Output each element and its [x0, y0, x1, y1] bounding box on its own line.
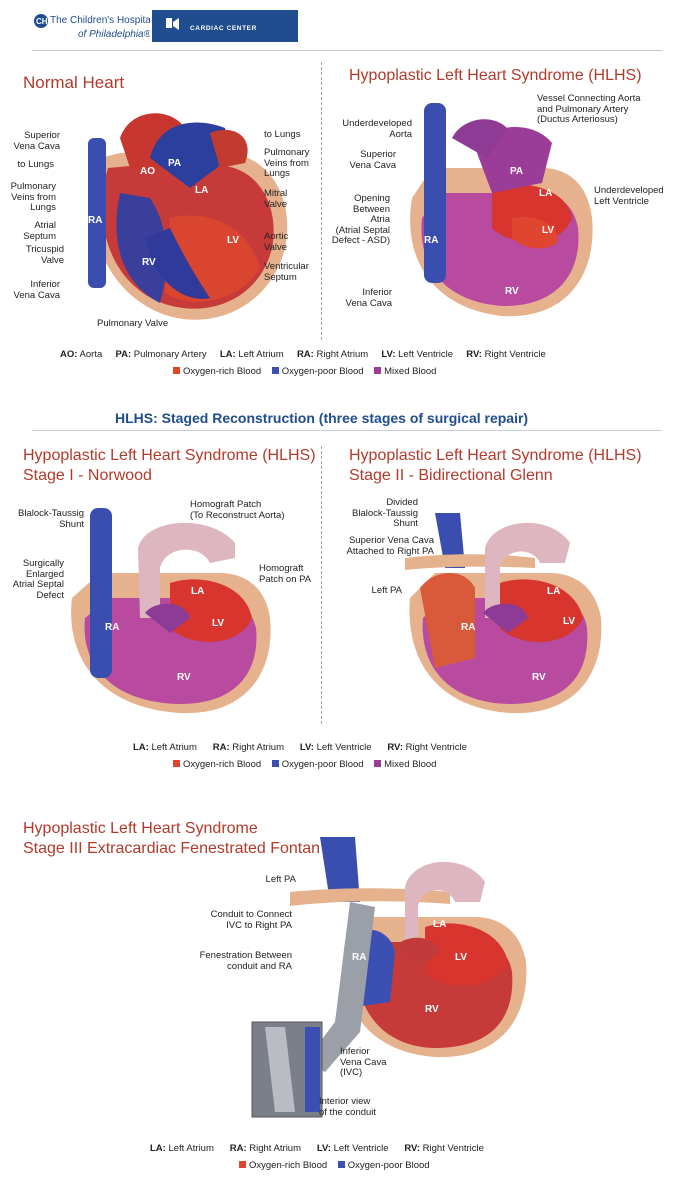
stage3-title: Hypoplastic Left Heart Syndrome: [23, 820, 258, 837]
staged-reconstruction-heading: HLHS: Staged Reconstruction (three stage…: [115, 410, 529, 426]
swatch-mixed: [374, 367, 382, 374]
svg-text:LA: LA: [539, 188, 552, 199]
svg-text:RV: RV: [177, 672, 191, 683]
label-left-pa-stage3: Left PA: [265, 874, 296, 885]
abbrev-legend-1: AO: Aorta PA: Pulmonary Artery LA: Left …: [60, 349, 546, 360]
svg-text:PA: PA: [510, 166, 523, 177]
svg-text:The Children's Hospital: The Children's Hospital: [50, 15, 150, 26]
label-homograft-aorta: Homograft Patch (To Reconstruct Aorta): [190, 499, 285, 521]
label-tricuspid-valve: Tricuspid Valve: [25, 244, 64, 266]
stage3-diagram: LA LV RA RV: [251, 837, 527, 1118]
normal-heart-title: Normal Heart: [23, 73, 125, 92]
svg-text:LV: LV: [212, 618, 224, 629]
svg-text:AO: AO: [140, 166, 155, 177]
label-underdeveloped-lv: Underdeveloped Left Ventricle: [594, 185, 664, 207]
label-svc: Superior Vena Cava: [13, 130, 60, 152]
svg-text:LA: LA: [191, 586, 204, 597]
label-enlarged-asd: Surgically Enlarged Atrial Septal Defect: [12, 558, 64, 601]
hlhs-diagram: PA LA LV RA RV: [410, 103, 593, 317]
abbrev-legend-3: LA: Left Atrium RA: Right Atrium LV: Lef…: [150, 1143, 484, 1154]
blood-legend-2: Oxygen-rich Blood Oxygen-poor Blood Mixe…: [173, 759, 436, 770]
label-to-lungs-right: to Lungs: [264, 129, 301, 140]
label-ventricular-septum: Ventricular Septum: [264, 261, 309, 283]
svg-text:RA: RA: [88, 215, 102, 226]
label-hlhs-svc: Superior Vena Cava: [349, 149, 396, 171]
cardiac-center-icon: [166, 18, 179, 30]
hospital-logo: CH The Children's Hospital of Philadelph…: [32, 10, 153, 42]
label-fenestration: Fenestration Between conduit and RA: [199, 950, 292, 972]
label-conduit: Conduit to Connect IVC to Right PA: [210, 909, 292, 931]
stage2-title: Hypoplastic Left Heart Syndrome (HLHS): [349, 447, 642, 464]
svg-text:RA: RA: [424, 235, 438, 246]
blood-legend-1: Oxygen-rich Blood Oxygen-poor Blood Mixe…: [173, 366, 436, 377]
svg-text:RV: RV: [142, 257, 156, 268]
label-hlhs-ivc: Inferior Vena Cava: [345, 287, 392, 309]
svg-text:LV: LV: [455, 952, 467, 963]
vertical-divider-top: [321, 62, 322, 340]
label-homograft-pa: Homograft Patch on PA: [259, 563, 312, 585]
svg-text:LA: LA: [433, 919, 446, 930]
label-mitral-valve: Mitral Valve: [264, 188, 288, 210]
svg-text:PA: PA: [168, 158, 181, 169]
swatch-oxygen-poor-2: [271, 760, 279, 767]
svg-text:RV: RV: [425, 1004, 439, 1015]
svg-text:RV: RV: [532, 672, 546, 683]
svg-text:LV: LV: [563, 616, 575, 627]
stage1-title: Hypoplastic Left Heart Syndrome (HLHS): [23, 447, 316, 464]
svg-text:RA: RA: [352, 952, 366, 963]
stage1-diagram: LA LV RA RV: [71, 508, 271, 714]
label-interior-view: Interior view of the conduit: [319, 1096, 377, 1118]
swatch-oxygen-rich: [173, 367, 180, 374]
hospital-logo-mark: CH The Children's Hospital of Philadelph…: [34, 14, 153, 40]
label-svc-attached: Superior Vena Cava Attached to Right PA: [346, 535, 435, 557]
label-divided-bt-shunt: Divided Blalock-Taussig Shunt: [352, 497, 418, 529]
header-divider: [32, 50, 662, 51]
hlhs-title: Hypoplastic Left Heart Syndrome (HLHS): [349, 67, 642, 84]
swatch-oxygen-rich-3: [239, 1161, 246, 1168]
svg-text:LA: LA: [547, 586, 560, 597]
cardiac-center-label: CARDIAC CENTER: [190, 25, 257, 32]
stage2-subtitle: Stage II - Bidirectional Glenn: [349, 467, 553, 484]
svg-text:LA: LA: [195, 185, 208, 196]
label-stage3-ivc: Inferior Vena Cava (IVC): [340, 1046, 387, 1078]
svg-text:RA: RA: [105, 622, 119, 633]
label-pulmonary-valve: Pulmonary Valve: [97, 318, 169, 329]
label-pulmonary-veins-left: Pulmonary Veins from Lungs: [10, 181, 56, 213]
label-pulmonary-veins-right: Pulmonary Veins from Lungs: [264, 147, 310, 179]
stage3-subtitle: Stage III Extracardiac Fenestrated Fonta…: [23, 840, 321, 857]
label-underdeveloped-aorta: Underdeveloped Aorta: [342, 118, 412, 140]
vertical-divider-middle: [321, 446, 322, 724]
label-aortic-valve: Aortic Valve: [264, 231, 289, 253]
label-vessel-connecting: Vessel Connecting Aorta and Pulmonary Ar…: [537, 93, 641, 125]
label-opening-between-atria: Opening Between Atria (Atrial Septal Def…: [331, 193, 390, 246]
svg-text:of Philadelphia®: of Philadelphia®: [78, 29, 150, 40]
swatch-oxygen-poor-3: [337, 1161, 345, 1168]
label-atrial-septum: Atrial Septum: [23, 220, 56, 242]
stage2-diagram: LA LV RA RV: [405, 513, 602, 714]
label-left-pa-stage2: Left PA: [371, 585, 402, 596]
svg-text:LV: LV: [542, 225, 554, 236]
abbrev-legend-2: LA: Left Atrium RA: Right Atrium LV: Lef…: [133, 742, 467, 753]
label-bt-shunt: Blalock-Taussig Shunt: [18, 508, 84, 530]
svg-text:RV: RV: [505, 286, 519, 297]
normal-heart-diagram: AO PA LA RA RV LV: [88, 113, 288, 320]
label-ivc: Inferior Vena Cava: [13, 279, 60, 301]
svg-text:LV: LV: [227, 235, 239, 246]
swatch-oxygen-poor: [271, 367, 279, 374]
blood-legend-3: Oxygen-rich Blood Oxygen-poor Blood: [239, 1160, 430, 1171]
svg-text:CH: CH: [36, 17, 48, 26]
cardiac-center-banner: CARDIAC CENTER: [152, 10, 298, 42]
section-divider: [32, 430, 662, 431]
swatch-mixed-2: [374, 760, 382, 767]
label-to-lungs-left: to Lungs: [17, 159, 54, 170]
svg-text:RA: RA: [461, 622, 475, 633]
swatch-oxygen-rich-2: [173, 760, 180, 767]
stage1-subtitle: Stage I - Norwood: [23, 467, 152, 484]
